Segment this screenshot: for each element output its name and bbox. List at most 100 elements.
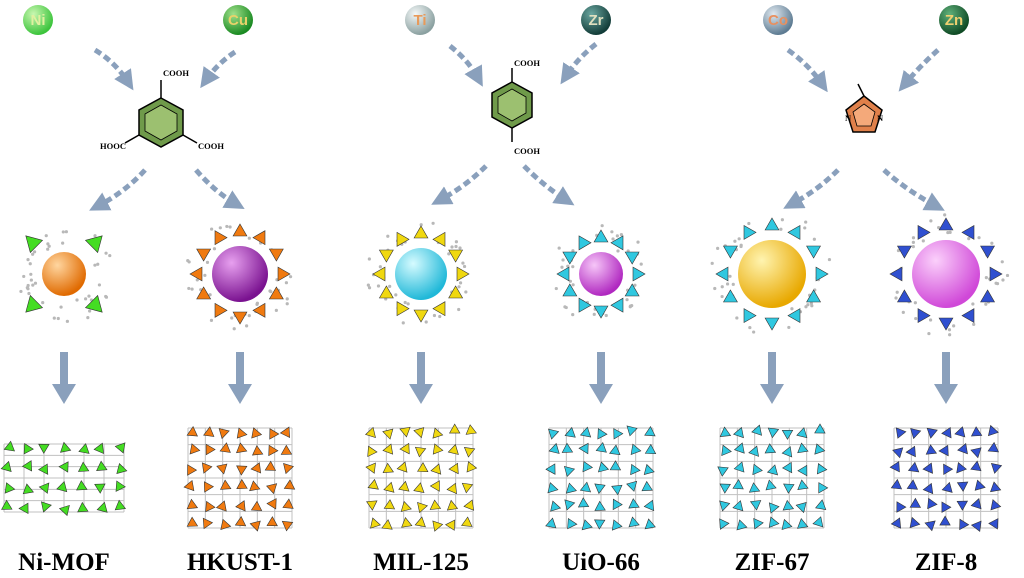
polyhedron-node — [203, 481, 214, 493]
polyhedron-node — [719, 518, 730, 530]
mof-unit-zif-8 — [889, 213, 1010, 337]
polyhedron-node — [432, 427, 444, 439]
polyhedron-node — [814, 423, 826, 434]
linker-atom — [46, 247, 50, 251]
polyhedron-node — [268, 286, 284, 300]
polyhedron-node — [114, 442, 126, 454]
carboxyl-label: COOH — [514, 58, 540, 68]
metal-co: Co — [763, 5, 793, 35]
linker-atom — [218, 226, 222, 230]
linker-atom — [895, 290, 899, 294]
polyhedron-node — [610, 235, 624, 251]
polyhedron-node — [609, 444, 621, 456]
polyhedron-node — [743, 308, 757, 324]
polyhedron-node — [748, 445, 759, 457]
carboxyl-label: COOH — [198, 141, 224, 151]
linker-atom — [46, 242, 50, 246]
polyhedron-node — [465, 424, 477, 435]
polyhedron-node — [432, 443, 444, 455]
polyhedron-node — [545, 463, 556, 475]
polyhedron-node — [94, 483, 106, 494]
linker-imidazole: N N — [845, 83, 884, 133]
polyhedron-node — [980, 245, 996, 259]
polyhedron-node — [78, 461, 90, 472]
linker-atom — [31, 252, 35, 256]
polyhedron-node — [96, 460, 108, 471]
dashed-arrow — [200, 49, 237, 89]
polyhedron-node — [644, 518, 656, 530]
linker-btc: COOH HOOC COOH — [100, 68, 224, 151]
polyhedron-node — [378, 249, 394, 263]
linker-atom — [186, 259, 190, 263]
linker-atom — [806, 303, 810, 307]
polyhedron-node — [205, 500, 216, 513]
polyhedron-node — [219, 442, 231, 453]
metal-symbol: Co — [768, 12, 788, 29]
linker-atom — [285, 297, 289, 301]
linker-atom — [560, 265, 564, 269]
polyhedron-node — [41, 501, 52, 513]
linker-atom — [929, 219, 933, 223]
polyhedron-node — [595, 442, 607, 453]
polyhedron-node — [463, 447, 476, 458]
polyhedron-node — [269, 428, 280, 440]
polyhedron-node — [806, 289, 822, 303]
polyhedron-node — [429, 499, 442, 510]
linker-atom — [827, 257, 832, 262]
polyhedron-node — [414, 446, 427, 458]
linker-atom — [406, 302, 410, 306]
polyhedron-node — [186, 498, 199, 510]
polyhedron-node — [749, 500, 762, 511]
polyhedron-node — [765, 479, 777, 491]
metal-zn: Zn — [939, 5, 969, 35]
polyhedron-node — [466, 461, 478, 473]
linker-atom — [394, 293, 398, 297]
mof-lattice-zif-67 — [717, 423, 829, 531]
polyhedron-node — [561, 442, 574, 453]
polyhedron-node — [806, 245, 822, 259]
dashed-arrow — [522, 164, 575, 206]
linker-atom — [26, 287, 30, 291]
polyhedron-node — [448, 285, 464, 299]
linker-atom — [104, 295, 109, 299]
polyhedron-node — [252, 230, 266, 246]
polyhedron-node — [787, 308, 801, 324]
pore-sphere — [42, 252, 86, 296]
polyhedron-node — [643, 499, 655, 512]
polyhedron-node — [201, 462, 213, 474]
pore-sphere — [579, 252, 623, 296]
polyhedron-node — [797, 518, 809, 529]
linker-atom — [911, 236, 916, 240]
mof-name-zif-8: ZIF-8 — [915, 549, 978, 576]
polyhedron-node — [448, 423, 461, 434]
linker-atom — [269, 290, 273, 294]
polyhedron-node — [235, 500, 246, 512]
polyhedron-node — [896, 245, 912, 259]
linker-atom — [401, 321, 405, 325]
polyhedron-node — [990, 499, 1002, 511]
polyhedron-node — [413, 309, 429, 323]
linker-atom — [952, 324, 956, 328]
polyhedron-node — [938, 444, 949, 457]
linker-atom — [88, 309, 92, 313]
polyhedron-node — [232, 223, 248, 237]
polyhedron-node — [818, 482, 829, 494]
dashed-arrow — [194, 168, 245, 209]
polyhedron-node — [116, 463, 128, 475]
dashed-arrow — [898, 48, 940, 92]
linker-atom — [901, 310, 905, 314]
polyhedron-node — [456, 266, 470, 282]
mof-lattice-hkust-1 — [183, 426, 296, 532]
mof-unit-mil-125 — [366, 221, 470, 325]
polyhedron-node — [444, 519, 456, 531]
polyhedron-node — [612, 498, 623, 511]
linker-atom — [566, 264, 570, 268]
polyhedron-node — [581, 519, 593, 531]
linker-atom — [628, 304, 633, 308]
polyhedron-node — [58, 461, 69, 473]
polyhedron-node — [954, 426, 966, 438]
polyhedron-node — [383, 499, 396, 510]
linker-atom — [187, 286, 191, 291]
polyhedron-node — [613, 428, 624, 440]
polyhedron-node — [939, 515, 951, 526]
